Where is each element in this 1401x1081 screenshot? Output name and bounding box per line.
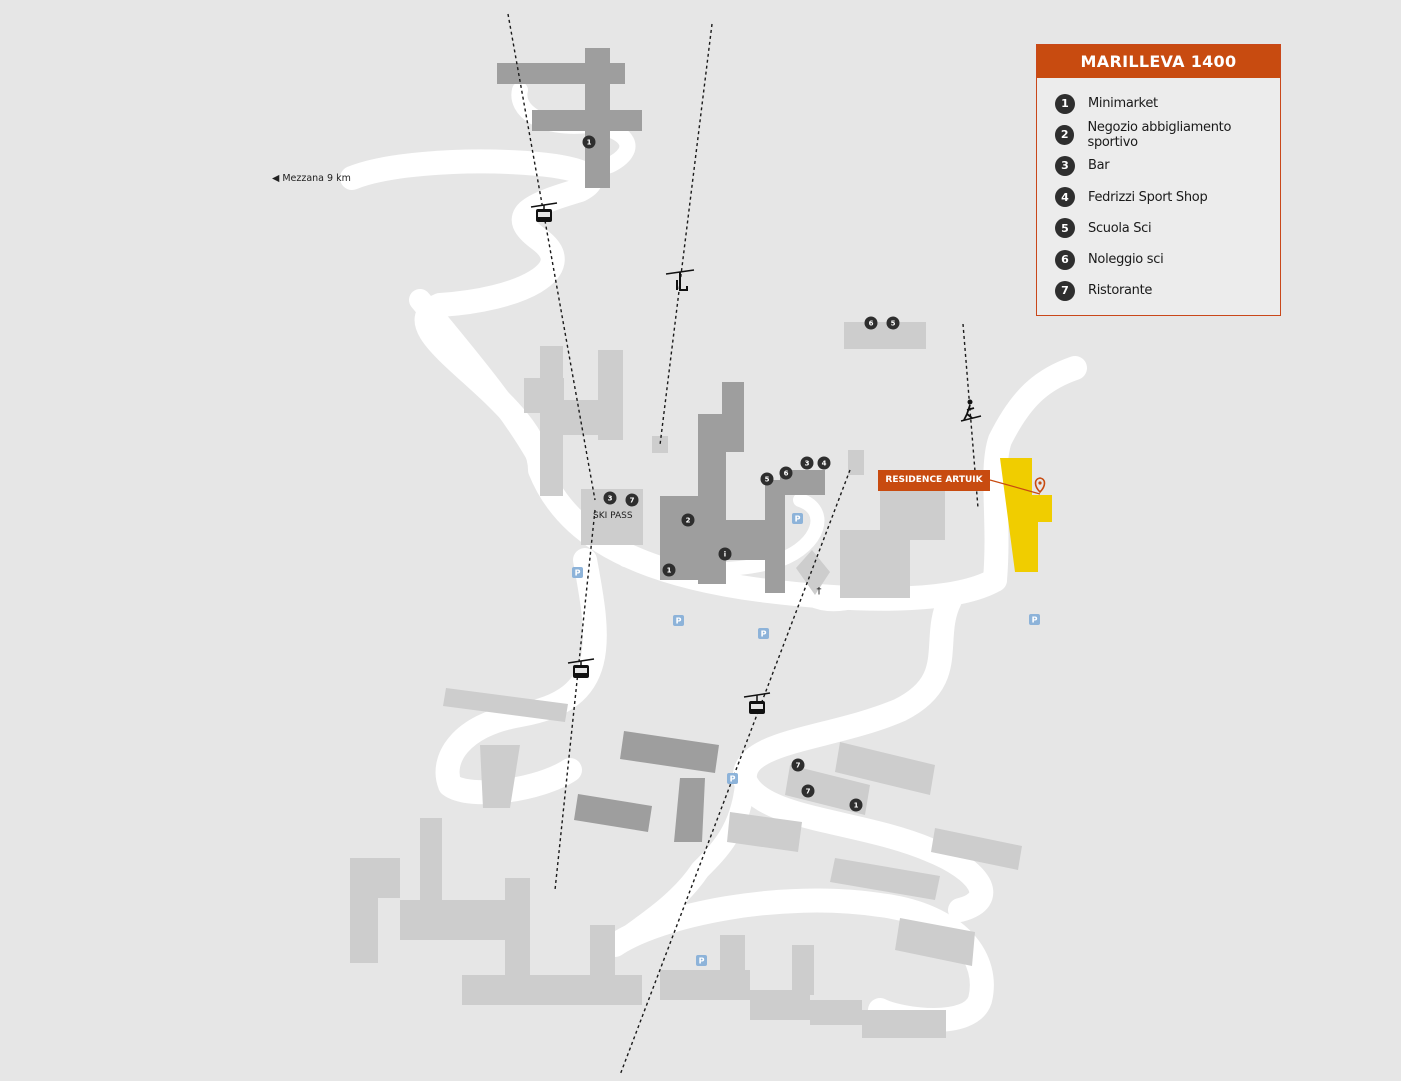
svg-text:5: 5 (765, 476, 770, 484)
legend-item: 6 Noleggio sci (1055, 244, 1280, 275)
svg-text:6: 6 (869, 320, 874, 328)
marker-sport-shop: 4 (817, 456, 831, 470)
svg-text:P: P (761, 630, 767, 639)
residence-artuik-label: RESIDENCE ARTUIK (878, 470, 990, 491)
legend-label: Fedrizzi Sport Shop (1088, 189, 1208, 205)
svg-text:1: 1 (667, 567, 672, 575)
legend-label: Negozio abbigliamento sportivo (1087, 119, 1232, 150)
svg-text:2: 2 (686, 517, 691, 525)
residence-leader-line (989, 479, 1041, 495)
marker-scuola-sci: 5 (886, 316, 900, 330)
marker-ristorante: 7 (791, 758, 805, 772)
marker-minimarket: 1 (662, 563, 676, 577)
legend-item: 3 Bar (1055, 150, 1280, 181)
ski-pass-label: SKI PASS (593, 511, 633, 521)
legend-item: 2 Negozio abbigliamento sportivo (1055, 119, 1280, 150)
legend-number: 1 (1055, 93, 1075, 114)
svg-text:3: 3 (805, 460, 810, 468)
parking-icon: P (696, 955, 707, 966)
legend-item: 4 Fedrizzi Sport Shop (1055, 182, 1280, 213)
legend-title: MARILLEVA 1400 (1037, 45, 1280, 78)
parking-icon: P (1029, 614, 1040, 625)
svg-text:6: 6 (784, 470, 789, 478)
gondola-icon (743, 692, 771, 714)
parking-icon: P (758, 628, 769, 639)
legend-number: 7 (1055, 280, 1075, 301)
legend-number: 2 (1055, 124, 1075, 145)
svg-text:5: 5 (891, 320, 896, 328)
legend-label: Noleggio sci (1088, 252, 1164, 268)
svg-text:P: P (795, 515, 801, 524)
svg-text:P: P (676, 617, 682, 626)
marker-ristorante: 7 (625, 493, 639, 507)
legend-number: 4 (1055, 187, 1075, 208)
buildings-dark (497, 48, 825, 842)
parking-icon: P (727, 773, 738, 784)
legend-list: 1 Minimarket 2 Negozio abbigliamento sport… (1037, 78, 1280, 306)
marker-noleggio-sci: 6 (864, 316, 878, 330)
parking-icon: P (673, 615, 684, 626)
marker-ristorante: 7 (801, 784, 815, 798)
marker-bar: 3 (800, 456, 814, 470)
legend-label: Bar (1088, 158, 1110, 174)
parking-icon: P (792, 513, 803, 524)
legend-label: Scuola Sci (1088, 220, 1152, 236)
legend-number: 5 (1055, 218, 1075, 239)
svg-text:P: P (699, 957, 705, 966)
svg-text:P: P (575, 569, 581, 578)
chairlift-icon (665, 269, 695, 291)
marker-abbigliamento: 2 (681, 513, 695, 527)
marker-minimarket: 1 (582, 135, 596, 149)
legend-number: 6 (1055, 249, 1075, 270)
legend-item: 5 Scuola Sci (1055, 213, 1280, 244)
gondola-icon (567, 658, 595, 678)
map-markers: 1 6 5 3 4 6 5 3 7 2 i 1 7 7 1 (582, 135, 900, 812)
svg-text:P: P (1032, 616, 1038, 625)
legend-item: 1 Minimarket (1055, 88, 1280, 119)
legend-label: Minimarket (1088, 96, 1158, 112)
legend-number: 3 (1055, 155, 1075, 176)
svg-text:1: 1 (587, 139, 592, 147)
svg-text:1: 1 (854, 802, 859, 810)
legend-item: 7 Ristorante (1055, 275, 1280, 306)
svg-text:7: 7 (630, 497, 635, 505)
marker-minimarket: 1 (849, 798, 863, 812)
marker-noleggio-sci: 6 (779, 466, 793, 480)
church-icon: † (817, 586, 822, 597)
svg-text:P: P (730, 775, 736, 784)
skilift-icon (960, 399, 982, 422)
marker-info: i (718, 547, 732, 561)
location-pin-icon (1034, 477, 1046, 494)
gondola-icon (530, 202, 558, 222)
svg-text:7: 7 (796, 762, 801, 770)
legend-panel: MARILLEVA 1400 1 Minimarket 2 Negozio abbi… (1036, 44, 1281, 316)
parking-icon: P (572, 567, 583, 578)
parking-markers: P P P P P P P (572, 513, 1040, 966)
svg-text:4: 4 (822, 460, 827, 468)
marker-bar: 3 (603, 491, 617, 505)
marker-scuola-sci: 5 (760, 472, 774, 486)
svg-text:7: 7 (806, 788, 811, 796)
svg-text:3: 3 (608, 495, 613, 503)
legend-label: Ristorante (1088, 283, 1153, 299)
svg-text:i: i (724, 551, 726, 559)
mezzana-direction-label: ◀ Mezzana 9 km (272, 173, 351, 184)
